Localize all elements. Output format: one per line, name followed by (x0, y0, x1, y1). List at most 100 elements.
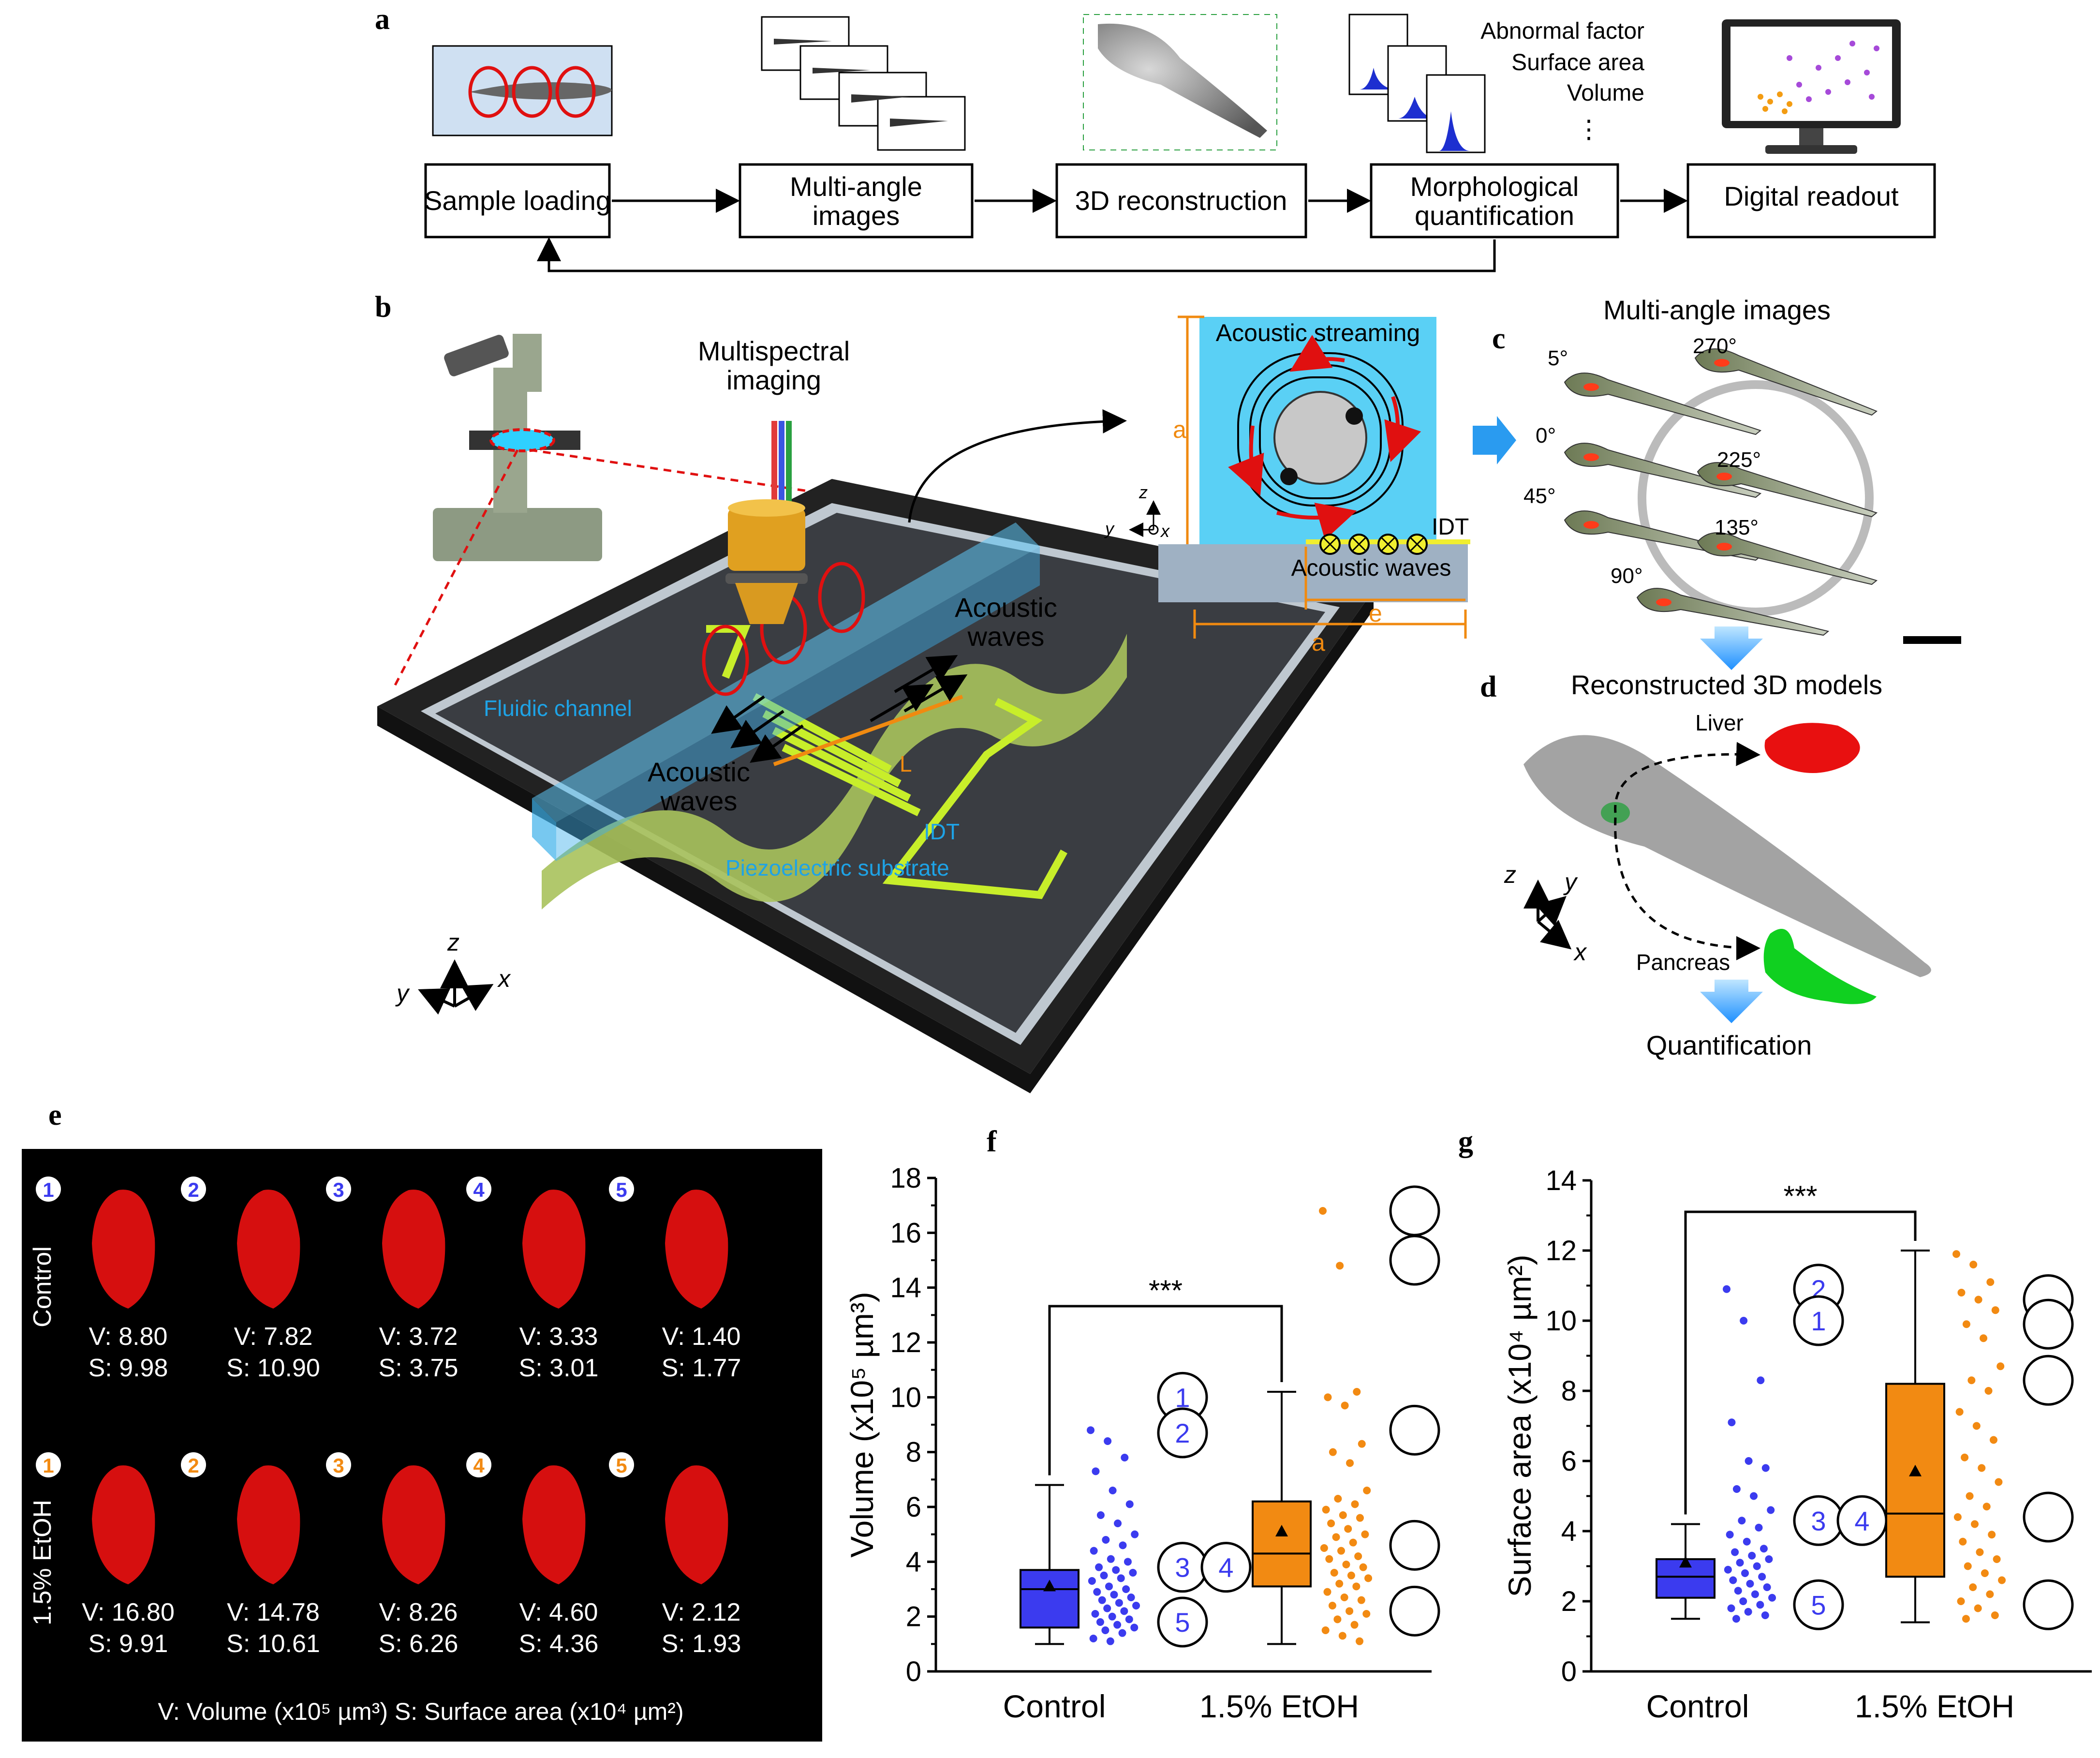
data-point (1724, 1565, 1732, 1574)
step-box-morphological (1370, 163, 1619, 238)
acoustic-wave-surface (542, 634, 1127, 909)
liver-3d-model (92, 1190, 155, 1309)
data-point (1955, 1408, 1964, 1416)
liver-model (1764, 723, 1860, 773)
cross-section-inset: a a e Acoustic streaming IDT Acoustic wa… (1104, 315, 1470, 656)
mean-marker (1043, 1579, 1056, 1592)
data-point (1121, 1454, 1129, 1461)
step-box-digital-readout (1686, 163, 1936, 238)
inset-a-horizontal: a (1312, 629, 1325, 656)
surface-value: S: 10.61 (226, 1630, 320, 1658)
box-iqr (1252, 1500, 1312, 1588)
mean-marker (1909, 1464, 1922, 1476)
data-point (1114, 1520, 1122, 1527)
sample-badge: 1 (36, 1452, 61, 1477)
data-point (1734, 1587, 1742, 1595)
data-point (1334, 1495, 1342, 1503)
zebrafish-image (1564, 372, 1762, 435)
data-point (1347, 1571, 1355, 1579)
data-point (1982, 1503, 1991, 1511)
data-point (1342, 1561, 1350, 1568)
data-point (1319, 1207, 1327, 1215)
data-point (1110, 1591, 1118, 1599)
data-point (1104, 1437, 1112, 1445)
acoustic-waves-left-line1: Acoustic (648, 757, 750, 787)
data-point (1327, 1520, 1335, 1527)
step-label-multi-angle: Multi-angle (790, 171, 922, 202)
scatter-dot (1758, 94, 1763, 100)
significance-stars: *** (1783, 1180, 1817, 1212)
sample-annotation: 5 (1157, 1596, 1208, 1648)
significance-bracket (1684, 1210, 1917, 1515)
inset-e-label: e (1369, 600, 1382, 627)
liver-3d-model (665, 1190, 728, 1309)
pancreas-model (1763, 929, 1877, 1004)
scatter-dot (1762, 106, 1768, 112)
box-iqr (1020, 1569, 1080, 1629)
data-point (1125, 1500, 1134, 1508)
data-point (1755, 1523, 1763, 1532)
data-point (1727, 1604, 1735, 1612)
significance-stars: *** (1149, 1274, 1183, 1307)
data-point (1361, 1530, 1369, 1538)
data-point (1362, 1610, 1371, 1618)
piezo-label: Piezoelectric substrate (725, 855, 949, 880)
data-point (1753, 1562, 1761, 1570)
liver-marker (1714, 359, 1730, 367)
volume-value: V: 8.80 (89, 1323, 168, 1351)
data-point (1103, 1604, 1111, 1612)
x-category-label: Control (1646, 1688, 1749, 1724)
surface-value: S: 9.98 (89, 1354, 168, 1382)
scatter-dot (1777, 91, 1783, 97)
box-iqr (1885, 1383, 1945, 1578)
axis-z-d: z (1504, 861, 1516, 888)
panel-b: L Multisp (377, 315, 1470, 1093)
scatter-dot (1849, 41, 1855, 46)
wave-arrows (711, 655, 968, 763)
sample-badge: 1 (36, 1177, 61, 1202)
data-point (1962, 1615, 1970, 1623)
data-point (1972, 1422, 1981, 1430)
surface-value: S: 4.36 (519, 1630, 599, 1658)
liver-3d-model (237, 1190, 300, 1309)
data-point (1996, 1362, 2005, 1371)
data-point (1745, 1457, 1753, 1465)
sample-badge: 2 (181, 1177, 206, 1202)
panel-c-title: Multi-angle images (1603, 295, 1831, 325)
data-point (1358, 1440, 1366, 1448)
y-tick-label: 4 (1561, 1516, 1577, 1547)
inset-idt-label: IDT (1432, 514, 1469, 540)
panel-e-footer: V: Volume (x10⁵ µm³) S: Surface area (x1… (158, 1698, 683, 1725)
sample-number: 2 (188, 1454, 199, 1477)
data-point (1726, 1531, 1734, 1539)
multispectral-label-line1: Multispectral (698, 336, 850, 366)
data-point (1101, 1626, 1109, 1634)
inset-acoustic-waves-label: Acoustic waves (1291, 555, 1451, 581)
liver-marker (1583, 521, 1599, 529)
data-point (1093, 1588, 1101, 1596)
data-point (1323, 1588, 1331, 1596)
idt-label: IDT (924, 819, 960, 844)
data-point (1098, 1596, 1106, 1604)
data-point (1356, 1514, 1364, 1522)
step-label-quantification: quantification (1415, 200, 1574, 231)
significance-bracket (1048, 1305, 1283, 1475)
y-tick-label: 6 (1561, 1445, 1577, 1477)
data-point (1984, 1387, 1993, 1395)
liver-marker (1583, 383, 1599, 391)
data-point (1336, 1262, 1344, 1270)
data-point (1736, 1559, 1744, 1567)
liver-label: Liver (1695, 710, 1744, 735)
sample-number: 4 (473, 1454, 485, 1477)
data-point (1117, 1574, 1125, 1582)
liver-marker (1716, 473, 1732, 480)
panel-d: Reconstructed 3D models Liver Pancreas Q… (1504, 670, 1931, 1060)
data-point (1746, 1579, 1754, 1588)
axis-x-b: x (497, 965, 511, 992)
data-point (1363, 1487, 1371, 1494)
scatter-dot (1782, 108, 1788, 114)
sample-number: 2 (188, 1178, 199, 1201)
data-point (1333, 1615, 1342, 1624)
data-point (1957, 1597, 1965, 1605)
